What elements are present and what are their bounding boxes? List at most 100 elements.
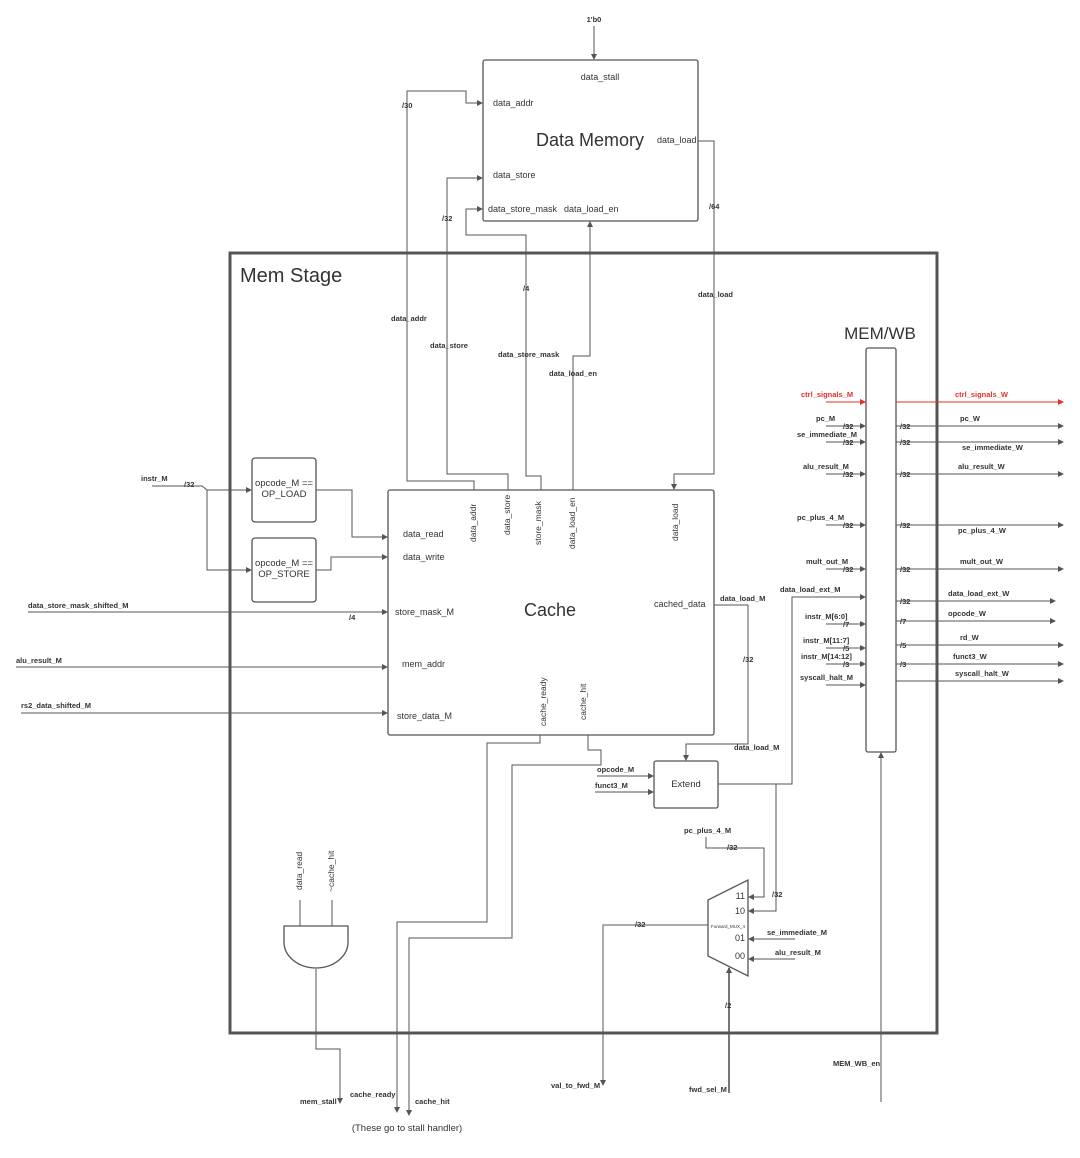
stage-title: Mem Stage: [240, 265, 342, 287]
mem-wb-out-label-1: pc_W: [960, 414, 981, 423]
cache-port-data-load: data_load: [670, 503, 680, 541]
signal-cache-hit-out: cache_hit: [415, 1097, 450, 1106]
cache-port-data-addr: data_addr: [468, 504, 478, 542]
mem-wb-in-label-5: mult_out_M: [806, 557, 848, 566]
cache-port-store-data-m: store_data_M: [397, 711, 452, 721]
opcode-store-compare: opcode_M == OP_STORE: [251, 537, 317, 603]
cache-port-mem-addr: mem_addr: [402, 659, 445, 669]
wire-label-data-addr: data_addr: [391, 314, 427, 323]
mem-wb-out-width-1: /32: [900, 422, 910, 431]
mem-wb-in-width-3: /32: [843, 470, 853, 479]
signal-data-load-m-1: data_load_M: [720, 594, 765, 603]
mux-in-11: 11: [736, 891, 745, 901]
cache-port-data-read: data_read: [403, 529, 444, 539]
width-2-sel: /2: [725, 1001, 731, 1010]
mem-wb-out-width-2: /32: [900, 438, 910, 447]
mem-wb-in-width-8: /5: [843, 644, 849, 653]
signal-se-immediate-m-mux: se_immediate_M: [767, 928, 827, 937]
wire-label-data-load-en: data_load_en: [549, 369, 597, 378]
and-gate: data_read ~cache_hit: [283, 850, 349, 969]
mem-wb-out-label-10: syscall_halt_W: [955, 669, 1010, 678]
mem-wb-out-width-9: /3: [900, 660, 906, 669]
forward-mux: Forward_MUX_4 11 10 01 00: [707, 878, 749, 978]
dm-port-data-stall: data_stall: [581, 72, 620, 82]
signal-opcode-m: opcode_M: [597, 765, 634, 774]
width-32-val: /32: [635, 920, 645, 929]
cache-port-data-write: data_write: [403, 552, 445, 562]
mem-wb-out-width-6: /32: [900, 597, 910, 606]
width-64: /64: [709, 202, 720, 211]
mem-wb-in-label-3: alu_result_M: [803, 462, 849, 471]
dm-port-data-addr: data_addr: [493, 98, 534, 108]
width-4-in: /4: [349, 613, 356, 622]
mem-wb-in-label-9: instr_M[14:12]: [801, 652, 852, 661]
width-32-instr: /32: [184, 480, 194, 489]
signal-cache-ready-out: cache_ready: [350, 1090, 396, 1099]
width-30: /30: [402, 101, 412, 110]
mem-wb-out-label-5: mult_out_W: [960, 557, 1004, 566]
dm-port-data-load: data_load: [657, 135, 697, 145]
mux-in-00: 00: [735, 951, 745, 961]
signal-instr-m: instr_M: [141, 474, 168, 483]
mem-wb-register: MEM/WB: [844, 324, 916, 753]
cache-title: Cache: [524, 600, 576, 620]
mem-wb-in-width-5: /32: [843, 565, 853, 574]
mux-in-01: 01: [735, 933, 745, 943]
mem-wb-out-label-4: pc_plus_4_W: [958, 526, 1007, 535]
cache-port-cached-data: cached_data: [654, 599, 706, 609]
mem-wb-out-width-7: /7: [900, 617, 906, 626]
mem-wb-out-label-7: opcode_W: [948, 609, 987, 618]
dm-port-data-load-en: data_load_en: [564, 204, 619, 214]
data-memory-title: Data Memory: [536, 130, 644, 150]
const-1b0: 1'b0: [587, 15, 602, 24]
cache-port-cache-ready: cache_ready: [538, 677, 548, 726]
width-4-mask: /4: [523, 284, 530, 293]
width-32-cached: /32: [743, 655, 753, 664]
mem-wb-out-label-9: funct3_W: [953, 652, 988, 661]
mem-wb-in-label-6: data_load_ext_M: [780, 585, 840, 594]
signal-alu-result-m: alu_result_M: [16, 656, 62, 665]
opcode-store-line1: opcode_M ==: [255, 558, 314, 569]
signal-val-to-fwd-m: val_to_fwd_M: [551, 1081, 600, 1090]
mem-wb-out-width-3: /32: [900, 470, 910, 479]
signal-fwd-sel-m: fwd_sel_M: [689, 1085, 727, 1094]
signal-rs2-data-shifted-m: rs2_data_shifted_M: [21, 701, 91, 710]
signal-mem-wb-en: MEM_WB_en: [833, 1059, 881, 1068]
pipeline-signals: ctrl_signals_Mpc_M/32se_immediate_M/32al…: [780, 390, 1064, 688]
data-memory-block: Data Memory data_stall data_addr data_lo…: [482, 59, 699, 222]
mem-wb-in-label-0: ctrl_signals_M: [801, 390, 853, 399]
cache-port-store-mask: store_mask: [533, 500, 543, 545]
cache-block: Cache data_read data_write store_mask_M …: [387, 489, 715, 736]
mem-wb-in-label-10: syscall_halt_M: [800, 673, 853, 682]
mem-wb-out-label-0: ctrl_signals_W: [955, 390, 1009, 399]
mem-wb-in-label-1: pc_M: [816, 414, 835, 423]
mem-wb-in-label-4: pc_plus_4_M: [797, 513, 844, 522]
mux-in-10: 10: [735, 906, 745, 916]
mem-wb-in-width-1: /32: [843, 422, 853, 431]
dm-port-data-store-mask: data_store_mask: [488, 204, 558, 214]
width-32-fwd-in: /32: [772, 890, 782, 899]
mem-wb-in-label-8: instr_M[11:7]: [803, 636, 850, 645]
mem-wb-in-width-7: /7: [843, 620, 849, 629]
mem-stage-frame: [228, 251, 939, 1035]
dm-port-data-store: data_store: [493, 170, 536, 180]
mem-wb-in-label-7: instr_M[6:0]: [805, 612, 848, 621]
width-32-store: /32: [442, 214, 452, 223]
extend-title: Extend: [671, 779, 701, 790]
mem-wb-out-width-4: /32: [900, 521, 910, 530]
opcode-load-compare: opcode_M == OP_LOAD: [251, 457, 317, 523]
wire-label-data-load: data_load: [698, 290, 733, 299]
mem-wb-in-width-4: /32: [843, 521, 853, 530]
mem-wb-out-label-3: alu_result_W: [958, 462, 1006, 471]
mem-wb-out-label-6: data_load_ext_W: [948, 589, 1010, 598]
width-32-pc4: /32: [727, 843, 737, 852]
stall-handler-note: (These go to stall handler): [352, 1123, 462, 1134]
mem-wb-in-width-9: /3: [843, 660, 849, 669]
cache-port-data-store: data_store: [502, 495, 512, 535]
mem-wb-out-label-2: se_immediate_W: [962, 443, 1024, 452]
wire-label-data-store-mask: data_store_mask: [498, 350, 560, 359]
mem-wb-title: MEM/WB: [844, 324, 916, 343]
cache-port-store-mask-m: store_mask_M: [395, 607, 454, 617]
extend-block: Extend: [653, 760, 719, 809]
